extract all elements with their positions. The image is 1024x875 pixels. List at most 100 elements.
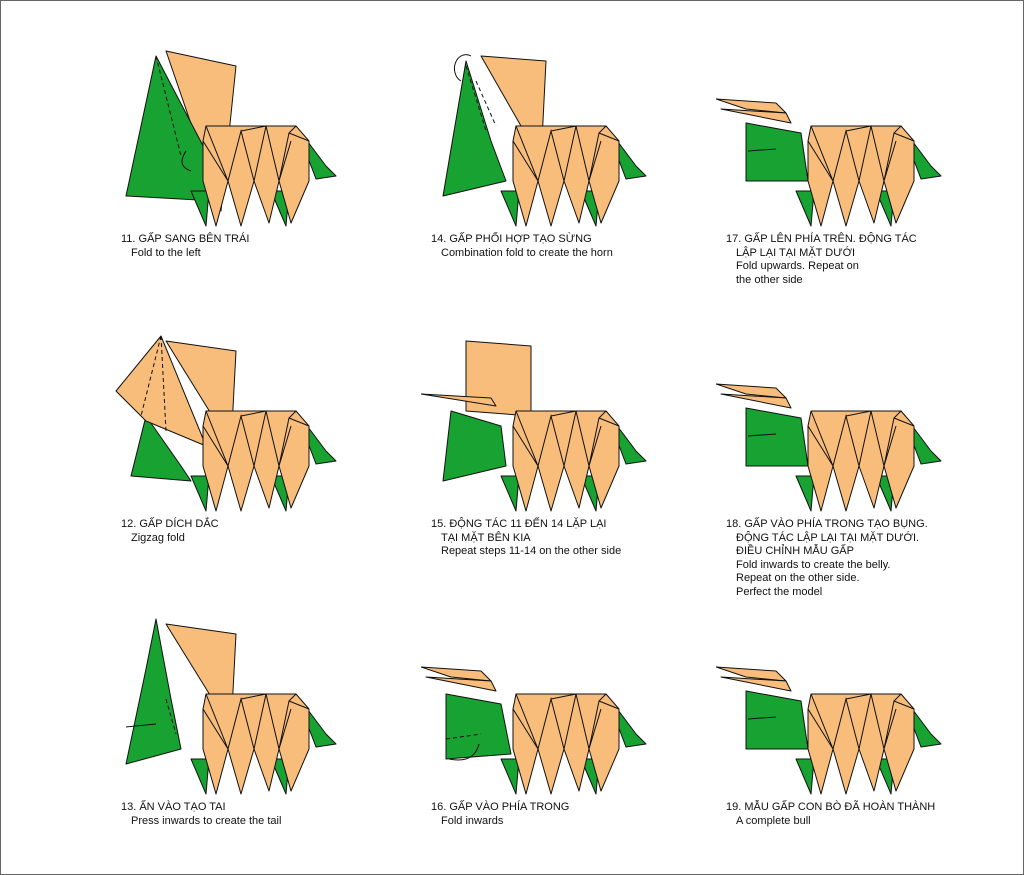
caption-vi: ĐIỀU CHỈNH MẪU GẤP bbox=[736, 545, 854, 557]
paper-flap bbox=[465, 340, 532, 417]
horn bbox=[720, 393, 792, 409]
step-17-diagram bbox=[716, 98, 942, 227]
fold-lines bbox=[512, 410, 620, 468]
front-leg bbox=[500, 475, 520, 512]
caption-en: Fold inwards to create the belly. bbox=[736, 558, 891, 571]
step-15-diagram bbox=[421, 340, 647, 512]
caption-en: Repeat on the other side. bbox=[736, 572, 860, 584]
step-caption: 18. GẤP VÀO PHÍA TRONG TẠO BỤNG.ĐỘNG TÁC… bbox=[726, 518, 928, 599]
arrow bbox=[448, 743, 480, 761]
step-12-diagram bbox=[115, 335, 337, 512]
head-green bbox=[745, 407, 809, 467]
caption-vi: 11. GẤP SANG BÊN TRÁI bbox=[121, 233, 250, 245]
caption-vi: 13. ẤN VÀO TẠO TAI bbox=[121, 801, 226, 813]
head-green bbox=[745, 690, 809, 750]
bull-body bbox=[807, 410, 915, 512]
step-16-diagram bbox=[421, 666, 647, 795]
caption-en: Perfect the model bbox=[736, 585, 823, 598]
caption-vi: 15. ĐỘNG TÁC 11 ĐẾN 14 LẶP LẠI bbox=[431, 518, 607, 530]
press-arrow bbox=[125, 723, 157, 728]
caption-vi: LẬP LẠI TẠI MẶT DƯỚI bbox=[736, 246, 856, 259]
caption-en: Zigzag fold bbox=[131, 531, 185, 544]
step-13-diagram bbox=[125, 618, 337, 795]
bull-body bbox=[512, 693, 620, 795]
caption-en: Repeat steps 11-14 on the other side bbox=[441, 545, 622, 557]
bull-body bbox=[202, 125, 310, 227]
front-leg bbox=[795, 758, 815, 795]
step-18: 18. GẤP VÀO PHÍA TRONG TẠO BỤNG.ĐỘNG TÁC… bbox=[716, 326, 1016, 606]
caption-en: the other side bbox=[736, 273, 803, 286]
dashed-fold bbox=[155, 55, 182, 157]
bull-body bbox=[512, 125, 620, 227]
front-leg bbox=[795, 475, 815, 512]
caption-en: Fold to the left bbox=[131, 246, 201, 259]
fold bbox=[747, 433, 777, 437]
front-leg bbox=[190, 190, 210, 227]
zigzag-flap bbox=[115, 335, 207, 447]
fold-lines bbox=[202, 410, 310, 468]
caption-vi: 12. GẤP DÍCH DẮC bbox=[121, 518, 219, 530]
front-leg bbox=[190, 758, 210, 795]
bull-body bbox=[807, 693, 915, 795]
bull-body bbox=[202, 410, 310, 512]
dashed-fold bbox=[140, 335, 167, 432]
arrow bbox=[181, 150, 192, 172]
caption-vi: 18. GẤP VÀO PHÍA TRONG TẠO BỤNG. bbox=[726, 518, 928, 530]
head-green bbox=[745, 122, 809, 182]
fold bbox=[747, 148, 777, 152]
caption-en: Combination fold to create the horn bbox=[441, 246, 613, 259]
head-green bbox=[442, 410, 507, 482]
head-green bbox=[130, 415, 192, 482]
head-green bbox=[442, 60, 507, 197]
curved-arrow bbox=[453, 54, 472, 82]
fold bbox=[465, 65, 497, 132]
fold-lines bbox=[202, 125, 310, 183]
bull-body bbox=[202, 693, 310, 795]
head-green bbox=[125, 618, 182, 765]
front-leg bbox=[795, 190, 815, 227]
caption-vi: ĐỘNG TÁC LẬP LẠI TẠI MẶT DƯỚI. bbox=[736, 531, 920, 544]
caption-vi: TẠI MẶT BÊN KIA bbox=[441, 531, 531, 544]
fold-lines bbox=[807, 693, 915, 751]
step-14-diagram bbox=[442, 54, 647, 227]
horn bbox=[720, 676, 792, 692]
bull-body bbox=[512, 410, 620, 512]
step-11-diagram bbox=[125, 50, 337, 227]
head-green bbox=[445, 693, 512, 760]
fold-lines bbox=[807, 125, 915, 183]
horn bbox=[425, 676, 497, 692]
fold-lines bbox=[512, 125, 620, 183]
caption-en: Press inwards to create the tail bbox=[131, 814, 282, 827]
caption-vi: 16. GẤP VÀO PHÍA TRONG bbox=[431, 801, 570, 813]
front-leg bbox=[500, 190, 520, 227]
step-18-diagram bbox=[716, 383, 942, 512]
caption-en: Fold upwards. Repeat on bbox=[736, 260, 859, 272]
fold-lines bbox=[202, 693, 310, 751]
fold-lines bbox=[512, 693, 620, 751]
front-leg bbox=[500, 758, 520, 795]
dashed-fold bbox=[165, 698, 177, 735]
step-19-diagram bbox=[716, 666, 942, 795]
caption-vi: 17. GẤP LÊN PHÍA TRÊN. ĐỘNG TÁC bbox=[726, 233, 917, 245]
caption-en: Fold inwards bbox=[441, 814, 504, 827]
fold bbox=[747, 716, 777, 720]
dashed-fold bbox=[445, 733, 482, 740]
caption-vi: 14. GẤP PHỐI HỢP TẠO SỪNG bbox=[431, 233, 592, 245]
horn bbox=[421, 393, 497, 407]
front-leg bbox=[190, 475, 210, 512]
